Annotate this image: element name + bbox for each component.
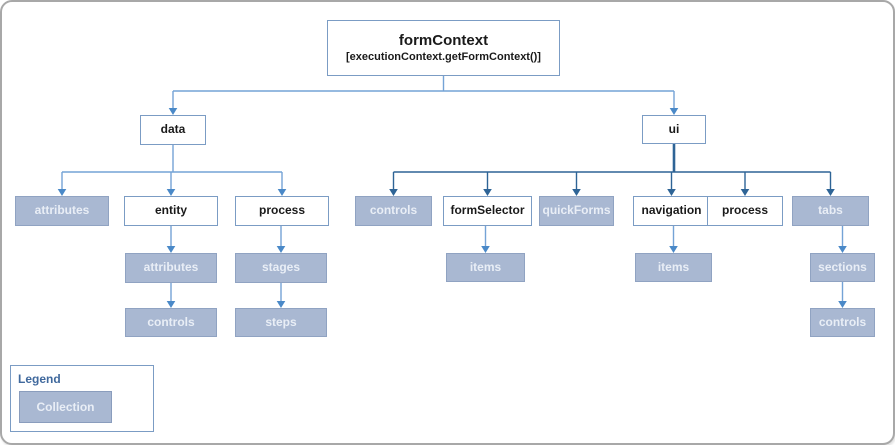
node-ui: ui: [642, 115, 706, 144]
node-items-formselector: items: [446, 253, 525, 282]
node-stages: stages: [235, 253, 327, 283]
node-quickForms: quickForms: [539, 196, 614, 226]
node-attributes-data: attributes: [15, 196, 109, 226]
legend-collection-swatch: Collection: [19, 391, 112, 423]
node-process-ui: process: [707, 196, 783, 226]
node-steps: steps: [235, 308, 327, 337]
node-attributes-entity: attributes: [125, 253, 217, 283]
legend-box: Legend Collection: [10, 365, 154, 432]
node-entity: entity: [124, 196, 218, 226]
node-process-data: process: [235, 196, 329, 226]
node-controls-tabs: controls: [810, 308, 875, 337]
node-formSelector: formSelector: [443, 196, 532, 226]
node-navigation: navigation: [633, 196, 710, 226]
legend-title: Legend: [18, 372, 61, 386]
node-controls-ui: controls: [355, 196, 432, 226]
node-data: data: [140, 115, 206, 145]
node-formContext: formContext[executionContext.getFormCont…: [327, 20, 560, 76]
node-controls-entity: controls: [125, 308, 217, 337]
node-tabs: tabs: [792, 196, 869, 226]
node-sections: sections: [810, 253, 875, 282]
node-items-navigation: items: [635, 253, 712, 282]
